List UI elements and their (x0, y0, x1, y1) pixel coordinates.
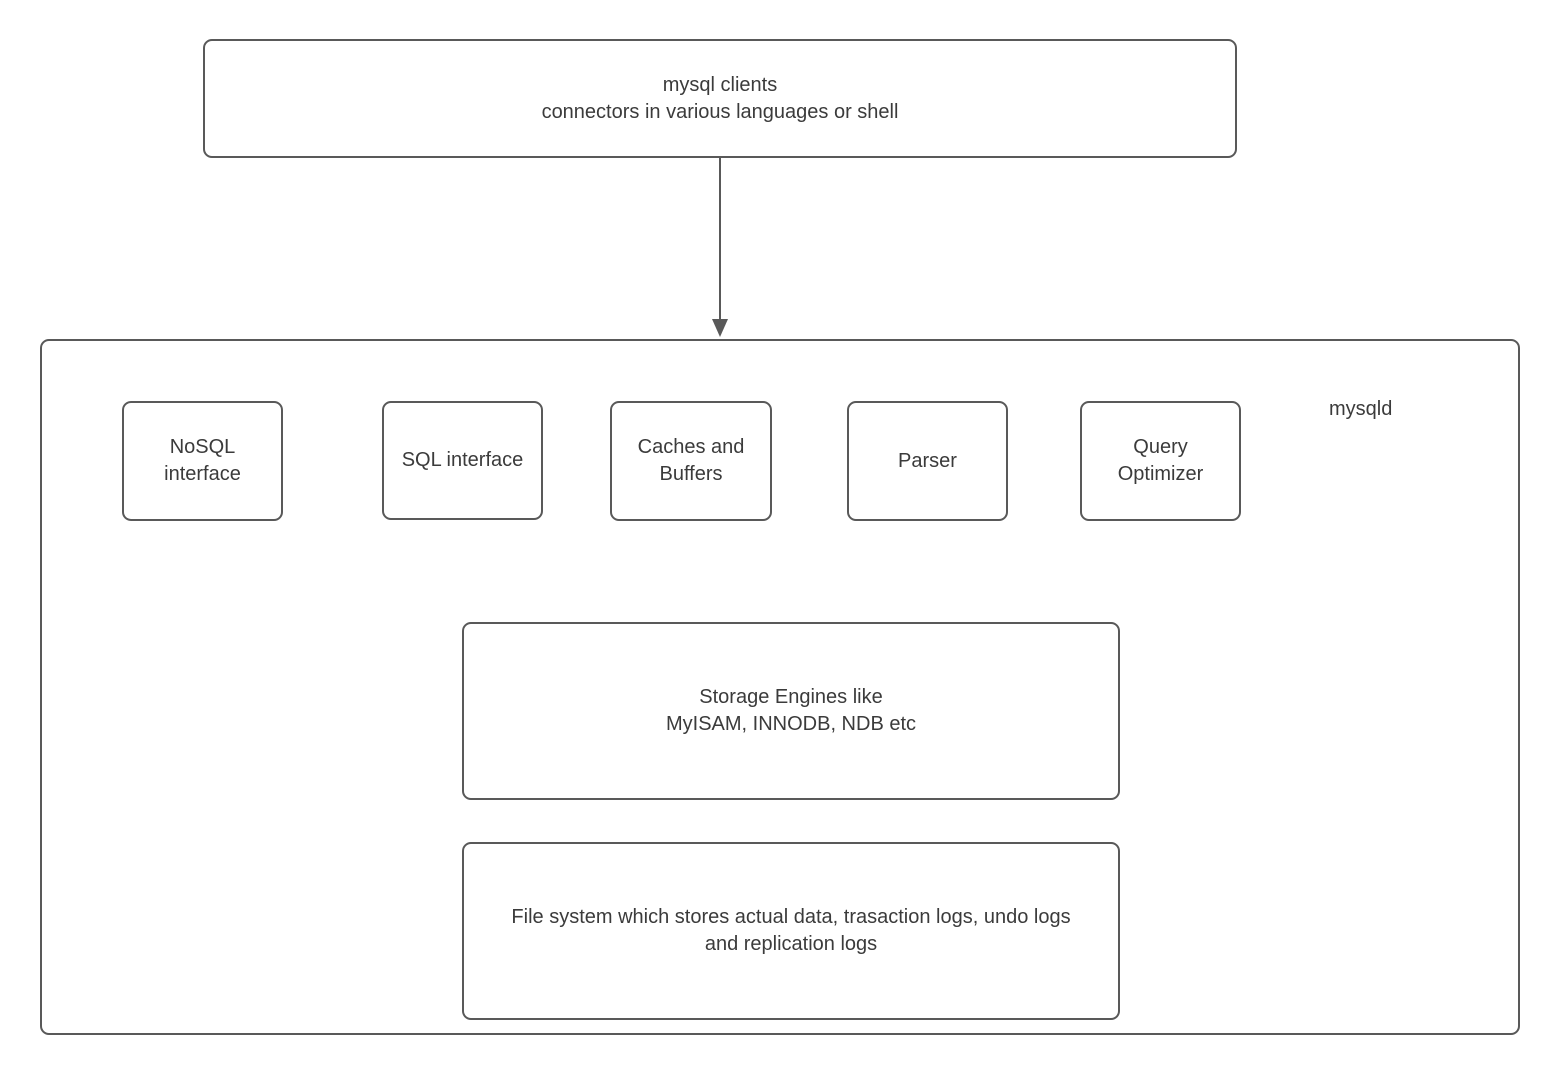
arrow-clients-to-mysqld-icon (712, 158, 728, 337)
node-file-system-line1: File system which stores actual data, tr… (511, 906, 1071, 928)
node-sql-interface: SQL interface (382, 401, 543, 520)
node-query-optimizer: Query Optimizer (1080, 401, 1241, 521)
node-parser-line1: Parser (898, 449, 957, 472)
node-storage-engines: Storage Engines like MyISAM, INNODB, NDB… (462, 622, 1120, 800)
node-mysql-clients: mysql clients connectors in various lang… (203, 39, 1237, 158)
node-storage-engines-line1: Storage Engines like (699, 686, 883, 708)
node-mysql-clients-line1: mysql clients (662, 73, 778, 96)
node-mysqld-container: mysqld NoSQL interface SQL interface Cac… (40, 339, 1520, 1035)
node-storage-engines-line2: MyISAM, INNODB, NDB etc (665, 713, 917, 735)
node-file-system-line2: and replication logs (704, 933, 878, 955)
node-query-optimizer-line1: Query (1133, 436, 1188, 458)
node-file-system: File system which stores actual data, tr… (462, 842, 1120, 1020)
node-caches-and-buffers-line1: Caches and (637, 436, 745, 458)
mysqld-label: mysqld (1329, 398, 1393, 420)
node-nosql-interface: NoSQL interface (122, 401, 283, 521)
node-parser: Parser (847, 401, 1008, 521)
node-mysql-clients-line2: connectors in various languages or shell (541, 100, 899, 123)
node-caches-and-buffers-line2: Buffers (659, 463, 723, 485)
node-nosql-interface-line2: interface (164, 463, 241, 485)
node-sql-interface-line1: SQL interface (401, 449, 524, 471)
node-caches-and-buffers: Caches and Buffers (610, 401, 772, 521)
node-nosql-interface-line1: NoSQL (169, 436, 236, 458)
node-query-optimizer-line2: Optimizer (1117, 463, 1204, 485)
